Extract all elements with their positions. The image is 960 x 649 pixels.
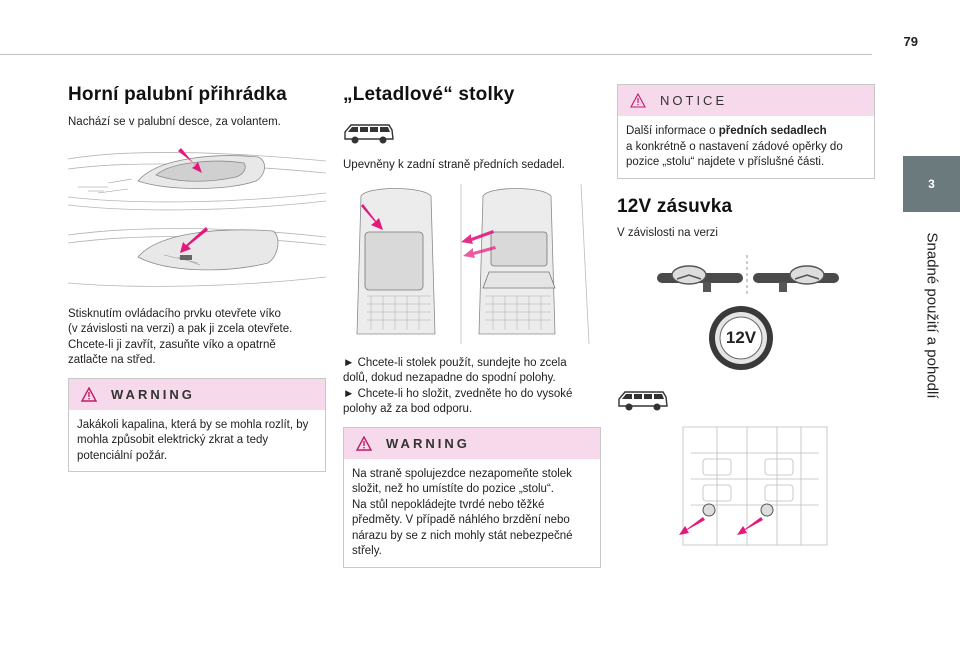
notice-label: NOTICE [660, 93, 728, 108]
notice-triangle-icon [630, 93, 646, 108]
warning-box-glovebox: WARNING Jakákoli kapalina, která by se m… [68, 377, 326, 472]
chapter-title: Snadné použití a pohodlí [923, 232, 940, 398]
van-icon [344, 124, 394, 144]
chapter-tab[interactable]: 3 [903, 156, 960, 212]
seat-table-illustration [343, 183, 601, 344]
column-glovebox: Horní palubní přihrádka Nachází se v pal… [68, 84, 326, 472]
socket-12v-icon: 12V [617, 303, 875, 373]
steering-position-icons [617, 253, 875, 299]
warning-triangle-icon [356, 435, 372, 451]
steering-wheel-icon [657, 265, 743, 292]
warning-text-glovebox: Jakákoli kapalina, která by se mohla roz… [77, 418, 309, 462]
column-socket: NOTICE Další informace o předních sedadl… [617, 84, 875, 547]
warning-label: WARNING [386, 435, 470, 451]
socket-intro: V závislosti na verzi [617, 226, 718, 239]
warning-box-tables: WARNING Na straně spolujezdce nezapomeňt… [343, 426, 601, 568]
rear-socket-illustration [617, 425, 875, 547]
front-seats-link[interactable]: předních sedadlech [718, 125, 827, 137]
glovebox-intro: Nachází se v palubní desce, za volantem. [68, 116, 281, 128]
warning-label: WARNING [111, 386, 195, 402]
glovebox-instructions: Stisknutím ovládacího prvku otevřete vík… [68, 307, 293, 367]
section-title-tables: „Letadlové“ stolky [343, 84, 515, 105]
van-icon [618, 391, 668, 411]
notice-box: NOTICE Další informace o předních sedadl… [617, 84, 875, 179]
steering-wheel-icon [753, 265, 839, 292]
warning-triangle-icon [81, 386, 97, 402]
tables-intro: Upevněny k zadní straně předních sedadel… [343, 159, 565, 171]
page-number: 79 [903, 34, 918, 49]
socket-12v-label: 12V [725, 328, 757, 347]
notice-text: Další informace o předních sedadlech a k… [626, 125, 843, 168]
section-title-glovebox: Horní palubní přihrádka [68, 84, 287, 105]
top-rule [0, 54, 872, 55]
warning-text-tables: Na straně spolujezdce nezapomeňte stolek… [352, 467, 573, 558]
glovebox-illustration [68, 147, 326, 295]
section-title-socket: 12V zásuvka [617, 195, 733, 217]
column-tables: „Letadlové“ stolky Upevněny k zadní stra… [343, 84, 601, 568]
tables-steps: ► Chcete-li stolek použít, sundejte ho z… [343, 356, 573, 416]
chapter-number: 3 [928, 177, 935, 191]
